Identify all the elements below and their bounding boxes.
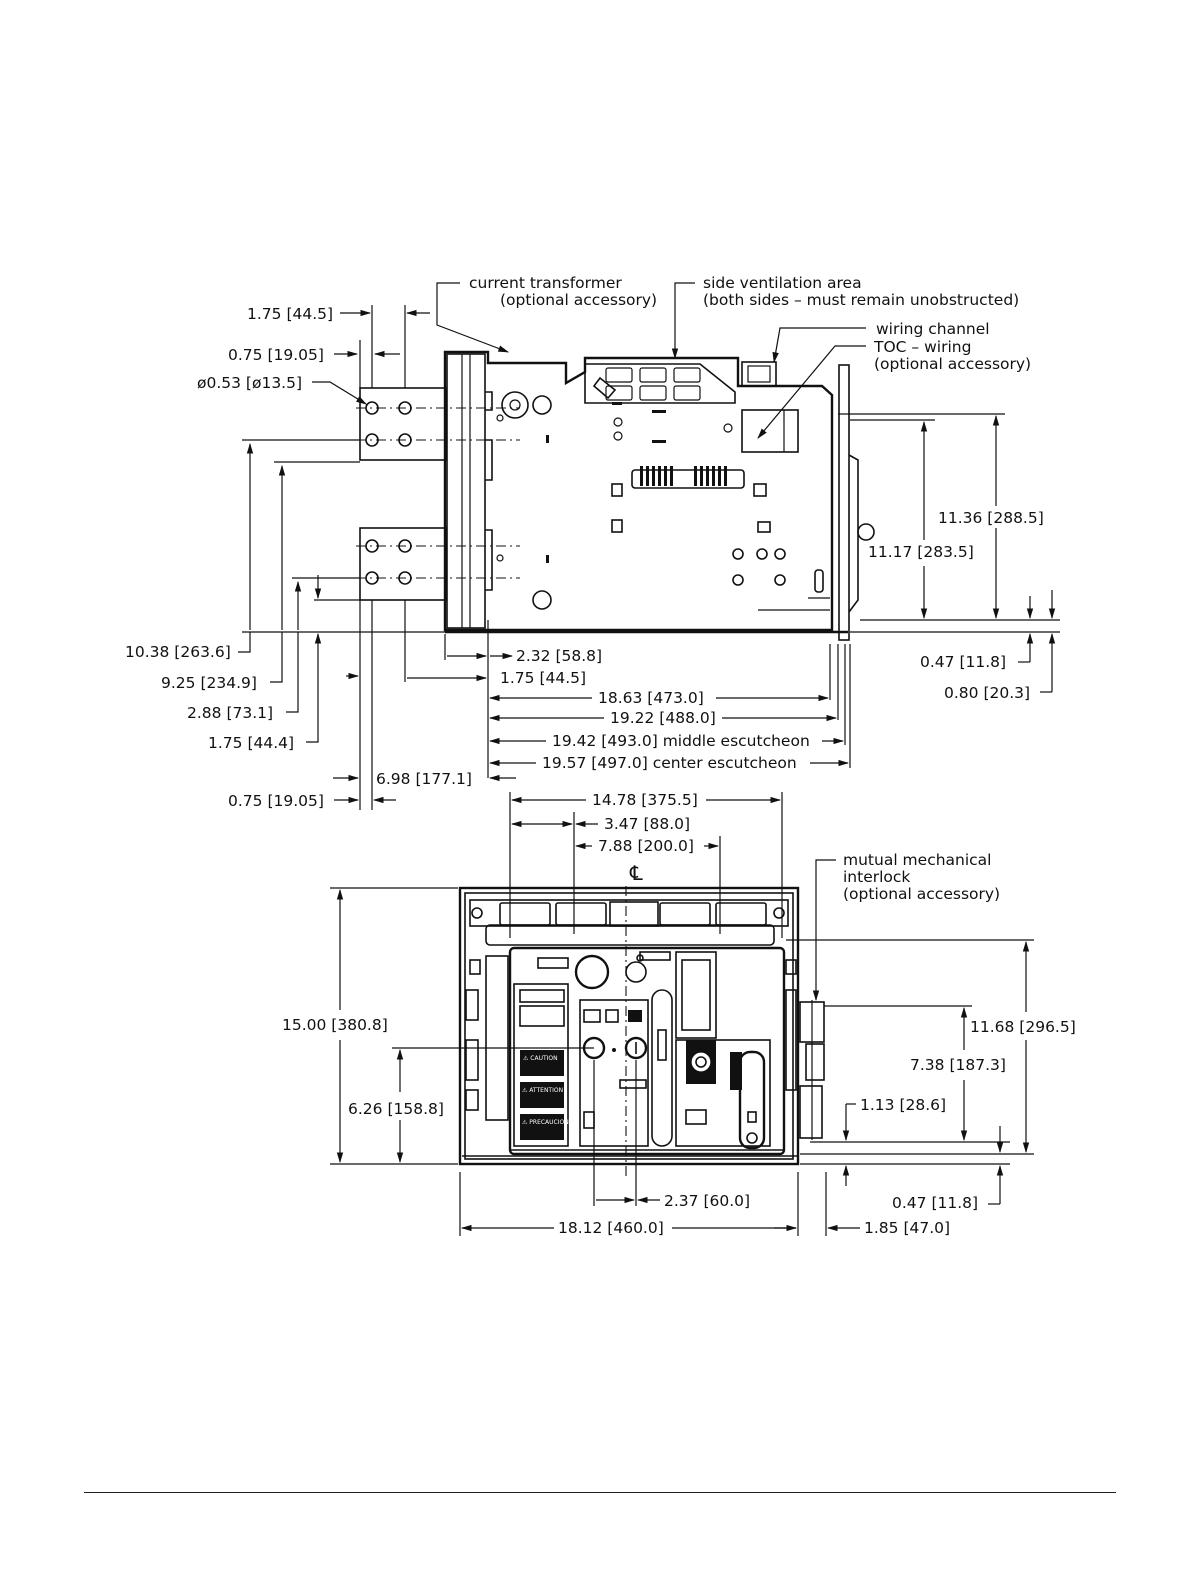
caution-label: ⚠ CAUTION	[520, 1050, 564, 1076]
dim-1-85: 1.85 [47.0]	[864, 1219, 950, 1237]
dim-2-88: 2.88 [73.1]	[187, 704, 273, 722]
side-view: current transformer (optional accessory)…	[125, 274, 1060, 810]
callout-toc-wiring-line1: TOC – wiring	[873, 338, 971, 356]
caution-label-text: ⚠ CAUTION	[523, 1055, 558, 1062]
dim-3-47: 3.47 [88.0]	[604, 815, 690, 833]
dim-19-57: 19.57 [497.0] center escutcheon	[542, 754, 797, 772]
dim-10-38: 10.38 [263.6]	[125, 643, 231, 661]
front-view-body: ⚠ CAUTION ⚠ ATTENTION ⚠ PRECAUCION	[458, 886, 825, 1166]
callout-toc-wiring-line2: (optional accessory)	[874, 355, 1031, 373]
side-view-right-dimensions: 11.36 [288.5] 11.17 [283.5] 0.47 [11.8] …	[838, 413, 1060, 702]
front-view: ⚠ CAUTION ⚠ ATTENTION ⚠ PRECAUCION	[282, 791, 1076, 1237]
dim-9-25: 9.25 [234.9]	[161, 674, 257, 692]
dim-2-37: 2.37 [60.0]	[664, 1192, 750, 1210]
callout-mutual-interlock-line3: (optional accessory)	[843, 885, 1000, 903]
front-view-top-dimensions: 14.78 [375.5] 3.47 [88.0] 7.88 [200.0]	[510, 791, 783, 938]
callout-current-transformer-line2: (optional accessory)	[500, 291, 657, 309]
dim-11-68: 11.68 [296.5]	[970, 1018, 1076, 1036]
centerline: ℄	[625, 861, 643, 1180]
callout-side-ventilation-line2: (both sides – must remain unobstructed)	[703, 291, 1019, 309]
attention-label-text: ⚠ ATTENTION	[522, 1087, 563, 1094]
dim-18-12: 18.12 [460.0]	[558, 1219, 664, 1237]
front-view-callouts: mutual mechanical interlock (optional ac…	[812, 851, 1000, 1002]
dim-hole-diameter: ø0.53 [ø13.5]	[197, 374, 302, 392]
dim-0-75-top: 0.75 [19.05]	[228, 346, 324, 364]
front-view-left-dimensions: 15.00 [380.8] 6.26 [158.8]	[282, 887, 594, 1165]
front-view-right-dimensions: 11.68 [296.5] 7.38 [187.3] 1.13 [28.6] 0…	[786, 939, 1076, 1212]
side-view-callouts: current transformer (optional accessory)…	[436, 274, 1031, 439]
callout-side-ventilation-line1: side ventilation area	[703, 274, 862, 292]
dim-15-00: 15.00 [380.8]	[282, 1016, 388, 1034]
dim-6-98: 6.98 [177.1]	[376, 770, 472, 788]
footer-rule	[84, 1492, 1116, 1493]
dim-1-75-mid: 1.75 [44.5]	[500, 669, 586, 687]
dim-1-13: 1.13 [28.6]	[860, 1096, 946, 1114]
precaucion-label-text: ⚠ PRECAUCION	[522, 1119, 569, 1126]
front-view-bottom-dimensions: 2.37 [60.0] 18.12 [460.0] 1.85 [47.0]	[459, 1060, 950, 1237]
dim-14-78: 14.78 [375.5]	[592, 791, 698, 809]
callout-mutual-interlock-line2: interlock	[843, 868, 910, 886]
callout-wiring-channel: wiring channel	[876, 320, 990, 338]
precaucion-label: ⚠ PRECAUCION	[520, 1114, 569, 1140]
dim-6-26: 6.26 [158.8]	[348, 1100, 444, 1118]
side-view-dimensions: 1.75 [44.5] 0.75 [19.05] ø0.53 [ø13.5] 1…	[125, 305, 851, 810]
dim-0-47-front: 0.47 [11.8]	[892, 1194, 978, 1212]
dim-18-63: 18.63 [473.0]	[598, 689, 704, 707]
busbar-terminals	[356, 387, 520, 601]
dim-2-32: 2.32 [58.8]	[516, 647, 602, 665]
centerline-symbol: ℄	[629, 861, 643, 885]
dim-7-38: 7.38 [187.3]	[910, 1056, 1006, 1074]
dim-0-75-bottom: 0.75 [19.05]	[228, 792, 324, 810]
dim-7-88: 7.88 [200.0]	[598, 837, 694, 855]
dim-1-75-left: 1.75 [44.4]	[208, 734, 294, 752]
callout-mutual-interlock-line1: mutual mechanical	[843, 851, 992, 869]
attention-label: ⚠ ATTENTION	[520, 1082, 564, 1108]
dim-0-47-side: 0.47 [11.8]	[920, 653, 1006, 671]
dim-1-75-top: 1.75 [44.5]	[247, 305, 333, 323]
mutual-interlock	[799, 1000, 825, 1140]
side-view-body	[443, 350, 875, 641]
callout-current-transformer-line1: current transformer	[469, 274, 622, 292]
dim-11-17: 11.17 [283.5]	[868, 543, 974, 561]
dim-19-22: 19.22 [488.0]	[610, 709, 716, 727]
dim-19-42: 19.42 [493.0] middle escutcheon	[552, 732, 810, 750]
dim-11-36: 11.36 [288.5]	[938, 509, 1044, 527]
dim-0-80: 0.80 [20.3]	[944, 684, 1030, 702]
